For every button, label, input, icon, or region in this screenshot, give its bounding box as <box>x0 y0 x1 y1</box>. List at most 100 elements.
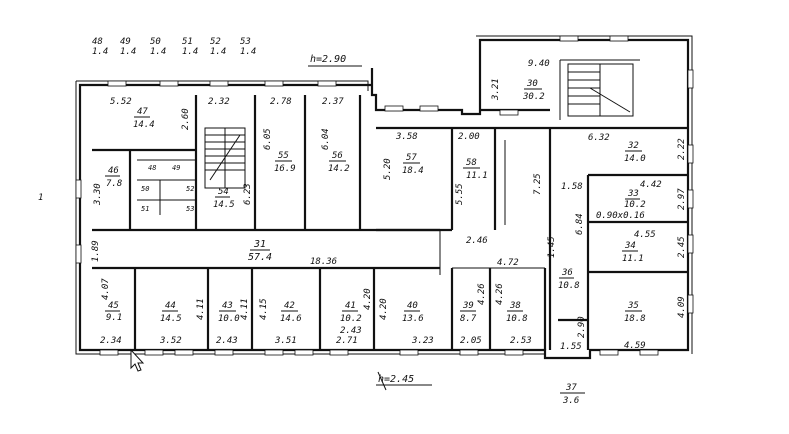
small-room-51: 51 <box>141 205 149 213</box>
footnote-room-area: 3.6 <box>562 396 579 406</box>
dim: 2.71 <box>336 336 358 346</box>
dim: 2.32 <box>208 97 230 107</box>
small-room-50: 50 <box>141 185 149 193</box>
dim: 2.05 <box>460 336 482 346</box>
small-room-52: 52 <box>186 185 194 193</box>
dim: 2.60 <box>181 108 191 130</box>
dim: 6.05 <box>263 128 273 150</box>
dim: 4.42 <box>640 180 662 190</box>
dim: 1.45 <box>547 236 557 258</box>
room-area: 11.1 <box>622 254 644 264</box>
dim: 3.23 <box>411 336 434 346</box>
height-bottom-label: h=2.45 <box>378 374 414 385</box>
dim: 4.15 <box>259 298 269 320</box>
dim: 4.26 <box>477 283 487 305</box>
dim: 5.55 <box>455 183 465 205</box>
room-no: 38 <box>509 301 521 311</box>
legend-area-50: 1.4 <box>150 47 166 57</box>
dim: 6.32 <box>588 133 610 143</box>
room-no: 42 <box>284 301 295 311</box>
dim: 1.89 <box>91 240 101 262</box>
footnote-room-no: 37 <box>565 383 577 393</box>
room-labels: 47 14.4 46 7.8 54 14.5 55 16.9 56 14.2 5… <box>105 79 646 324</box>
opening-size-label: 0.90x0.16 <box>596 211 645 221</box>
dim: 2.45 <box>677 236 687 258</box>
room-area: 10.8 <box>558 281 580 291</box>
dim: 2.22 <box>677 138 687 160</box>
dim: 7.25 <box>533 173 543 195</box>
dim: 3.51 <box>274 336 297 346</box>
dim: 6.84 <box>575 213 585 235</box>
dim: 18.36 <box>310 257 337 267</box>
dim: 4.11 <box>240 298 250 320</box>
room-no: 34 <box>624 241 636 251</box>
room-area: 10.8 <box>506 314 528 324</box>
legend-no-48: 48 <box>92 37 103 47</box>
room-area: 14.2 <box>328 164 350 174</box>
legend-area-52: 1.4 <box>210 47 226 57</box>
small-room-49: 49 <box>172 164 180 172</box>
mouse-cursor-icon <box>130 348 145 372</box>
legend-rooms: 48 1.4 49 1.4 50 1.4 51 1.4 52 1.4 53 1.… <box>92 37 256 57</box>
dim: 6.04 <box>321 128 331 150</box>
room-area: 16.9 <box>274 164 296 174</box>
legend-no-49: 49 <box>120 37 131 47</box>
room-no: 40 <box>407 301 418 311</box>
room-no: 35 <box>627 301 639 311</box>
room-area: 14.5 <box>160 314 182 324</box>
stair-30 <box>567 63 634 117</box>
dim: 4.26 <box>495 283 505 305</box>
room-area: 14.4 <box>133 120 155 130</box>
dim: 1.58 <box>561 182 583 192</box>
room-area: 14.0 <box>624 154 646 164</box>
dim: 1.55 <box>560 342 582 352</box>
room-area: 57.4 <box>248 252 272 263</box>
room-area: 8.7 <box>460 314 477 324</box>
room-area: 14.6 <box>280 314 302 324</box>
room-area: 18.8 <box>624 314 646 324</box>
room-no: 32 <box>627 141 639 151</box>
room-area: 11.1 <box>466 171 488 181</box>
legend-no-52: 52 <box>210 37 221 47</box>
room-no: 33 <box>627 189 639 199</box>
dim: 4.72 <box>497 258 519 268</box>
dim: 2.90 <box>577 316 587 338</box>
room-no: 46 <box>108 166 119 176</box>
room-area: 10.2 <box>624 200 646 210</box>
room-area: 10.2 <box>340 314 362 324</box>
windows <box>75 35 694 356</box>
dim: 2.00 <box>458 132 480 142</box>
room-area: 7.8 <box>106 179 122 189</box>
dim: 2.97 <box>677 188 687 210</box>
height-top-label: h=2.90 <box>310 54 346 65</box>
stair-54 <box>204 127 246 189</box>
room-area: 13.6 <box>402 314 424 324</box>
dim: 2.43 <box>216 336 238 346</box>
dim: 4.09 <box>677 296 687 318</box>
room-no: 31 <box>253 239 266 250</box>
room-no: 41 <box>345 301 356 311</box>
room-no: 58 <box>466 158 477 168</box>
legend-no-51: 51 <box>182 37 193 47</box>
interior-walls <box>92 59 688 350</box>
dim: 5.20 <box>383 158 393 180</box>
legend-area-53: 1.4 <box>240 47 256 57</box>
dim: 2.46 <box>466 236 488 246</box>
room-area: 30.2 <box>522 92 545 102</box>
legend-area-49: 1.4 <box>120 47 136 57</box>
room-no: 44 <box>165 301 176 311</box>
dim: 4.07 <box>101 278 111 300</box>
dim: 4.11 <box>196 298 206 320</box>
dim: 3.52 <box>159 336 182 346</box>
room-no: 55 <box>278 151 289 161</box>
dim: 6.23 <box>243 183 253 205</box>
room-no: 39 <box>462 301 474 311</box>
dim: 2.43 <box>340 326 362 336</box>
room-area: 18.4 <box>402 166 424 176</box>
dim: 5.52 <box>110 97 132 107</box>
dim: 9.40 <box>528 59 550 69</box>
dim: 3.30 <box>93 183 103 206</box>
dim: 4.20 <box>379 298 389 320</box>
dim: 2.53 <box>510 336 532 346</box>
